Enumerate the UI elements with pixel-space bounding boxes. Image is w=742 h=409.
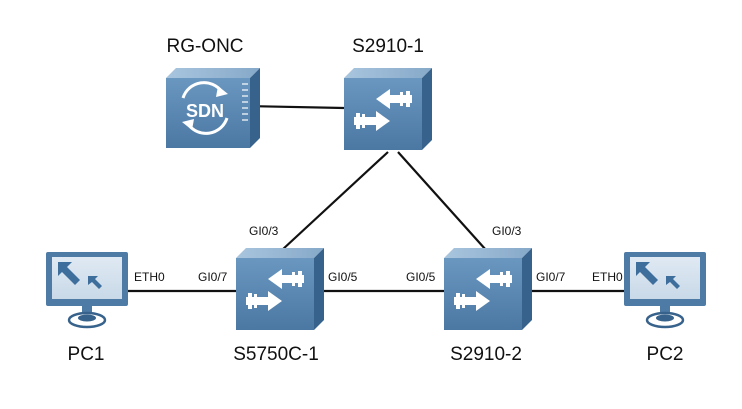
- core-switch-label: S2910-1: [352, 36, 424, 57]
- core-switch-node[interactable]: S2910-1: [344, 36, 432, 150]
- port-label-right-gi05: GI0/5: [406, 270, 436, 284]
- pc-monitor-icon: [46, 252, 128, 329]
- left-switch-label: S5750C-1: [233, 344, 319, 365]
- right-switch-node[interactable]: S2910-2: [444, 248, 532, 365]
- pc-monitor-icon: [624, 252, 706, 329]
- controller-node[interactable]: SDN RG-ONC: [166, 36, 260, 148]
- pc1-label: PC1: [68, 344, 105, 365]
- port-label-left-gi05: GI0/5: [328, 270, 358, 284]
- pc1-node[interactable]: PC1: [46, 252, 128, 365]
- pc2-label: PC2: [647, 344, 684, 365]
- port-label-right-gi03: GI0/3: [492, 224, 522, 238]
- left-switch-node[interactable]: S5750C-1: [233, 248, 324, 365]
- pc2-node[interactable]: PC2: [624, 252, 706, 365]
- controller-label: RG-ONC: [166, 36, 243, 57]
- switch-icon: [444, 248, 532, 330]
- controller-badge: SDN: [186, 101, 224, 121]
- port-label-pc2-eth0: ETH0: [592, 270, 623, 284]
- link-core-right: [397, 151, 487, 251]
- right-switch-label: S2910-2: [450, 344, 522, 365]
- port-label-pc1-eth0: ETH0: [134, 270, 165, 284]
- switch-icon: [236, 248, 324, 330]
- link-controller-core: [243, 104, 345, 110]
- port-label-left-gi03: GI0/3: [249, 224, 279, 238]
- port-label-right-gi07: GI0/7: [536, 270, 566, 284]
- port-labels: ETH0 GI0/7 GI0/5 GI0/3 GI0/5 GI0/3 GI0/7…: [134, 224, 623, 284]
- links: [126, 104, 628, 293]
- link-core-left: [281, 151, 389, 251]
- sdn-controller-icon: [166, 68, 260, 148]
- switch-icon: [344, 68, 432, 150]
- port-label-left-gi07: GI0/7: [198, 270, 228, 284]
